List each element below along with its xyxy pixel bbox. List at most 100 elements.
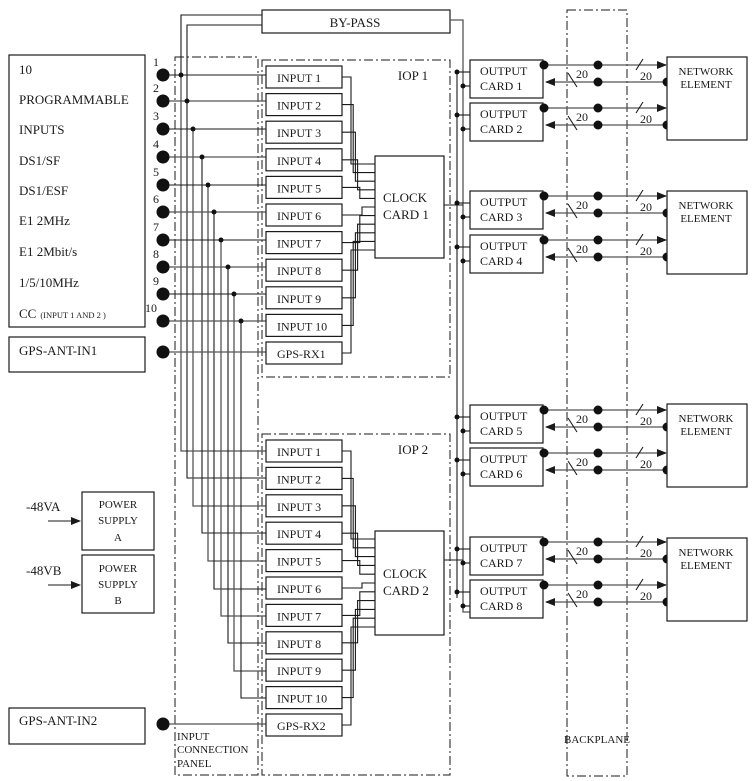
bus-width-label: 20 — [640, 112, 652, 126]
connector-number: 2 — [153, 81, 159, 95]
power-supply-a-label: A — [114, 532, 122, 544]
clock-input-wire — [342, 608, 375, 671]
bus-slash — [635, 535, 644, 548]
input-module-label: INPUT 5 — [277, 555, 321, 569]
clock-input-wire — [342, 76, 375, 165]
bus-width-label: 20 — [576, 242, 588, 256]
output-card-label: OUTPUT — [480, 64, 528, 78]
cc-note: (INPUT 1 AND 2 ) — [40, 310, 106, 320]
gps-antenna-2-label: GPS-ANT-IN2 — [19, 713, 97, 728]
bus-slash — [635, 233, 644, 246]
clock-input-wire — [342, 600, 375, 644]
bus-slash — [567, 417, 578, 433]
input-module-label: INPUT 7 — [277, 237, 321, 251]
output-card-label: CARD 7 — [480, 556, 522, 570]
feed-label-a: -48VA — [26, 499, 61, 514]
junction-dot — [460, 126, 466, 132]
link-node — [593, 580, 603, 590]
panel-line: DS1/SF — [19, 153, 60, 168]
bus-width-label: 20 — [576, 455, 588, 469]
iop2-bus-wire — [227, 267, 266, 644]
junction-dot — [460, 214, 466, 220]
bus-width-label: 20 — [576, 587, 588, 601]
output-card-label: CARD 8 — [480, 599, 522, 613]
clock-input-wire — [342, 240, 375, 326]
bus-width-label: 20 — [576, 67, 588, 81]
output-card-label: OUTPUT — [480, 584, 528, 598]
input-module-label: INPUT 9 — [277, 664, 321, 678]
link-node — [593, 120, 603, 130]
power-supply-b-label: SUPPLY — [98, 579, 138, 591]
connector-number: 10 — [145, 301, 157, 315]
input-connector — [156, 68, 170, 82]
output-card-label: CARD 2 — [480, 122, 522, 136]
network-element-label: ELEMENT — [680, 213, 732, 225]
bus-width-label: 20 — [640, 244, 652, 258]
iop-label: IOP 1 — [398, 68, 428, 83]
bus-width-label: 20 — [576, 198, 588, 212]
clock-card — [374, 155, 445, 259]
gps-antenna-1-label: GPS-ANT-IN1 — [19, 343, 97, 358]
clock-card-label: CLOCK — [383, 566, 428, 581]
junction-dot — [184, 98, 190, 104]
power-supply-b-label: POWER — [99, 563, 138, 575]
clock-input-wire — [342, 206, 375, 216]
input-module-label: INPUT 3 — [277, 126, 321, 140]
connector-number: 7 — [153, 220, 159, 234]
output-card-label: OUTPUT — [480, 107, 528, 121]
link-node — [539, 580, 549, 590]
output-card-label: OUTPUT — [480, 541, 528, 555]
svg-text:CC(INPUT 1 AND 2 ): CC(INPUT 1 AND 2 ) — [19, 306, 106, 321]
gps-receiver-label: GPS-RX1 — [277, 347, 326, 361]
junction-dot — [454, 244, 460, 250]
panel-line: 10 — [19, 62, 32, 77]
output-card — [469, 447, 544, 487]
network-element-label: NETWORK — [679, 66, 734, 78]
bus-slash — [635, 403, 644, 416]
iop2-bus-wire — [192, 129, 266, 507]
gps-receiver-label: GPS-RX2 — [277, 719, 326, 733]
bus-slash — [567, 203, 578, 219]
input-connection-panel-label: INPUT CONNECTION PANEL — [177, 731, 249, 770]
link-node — [539, 448, 549, 458]
panel-caption-line: CONNECTION — [177, 744, 249, 756]
input-connector — [156, 178, 170, 192]
bus-slash — [567, 247, 578, 263]
clock-bus-a — [462, 70, 470, 613]
clock-input-wire — [342, 617, 375, 699]
iop2-bus-wire — [240, 321, 266, 699]
link-node — [593, 597, 603, 607]
input-module-label: INPUT 3 — [277, 500, 321, 514]
clock-input-wire — [342, 560, 375, 575]
panel-line: 1/5/10MHz — [19, 275, 79, 290]
junction-dot — [225, 264, 231, 270]
link-node — [539, 103, 549, 113]
input-module-label: INPUT 2 — [277, 472, 321, 486]
power-supply-a-label: POWER — [99, 499, 138, 511]
input-module-label: INPUT 8 — [277, 264, 321, 278]
network-element — [666, 537, 748, 622]
bus-slash — [635, 578, 644, 591]
bus-width-label: 20 — [640, 546, 652, 560]
output-card-label: OUTPUT — [480, 452, 528, 466]
input-module-label: INPUT 6 — [277, 209, 321, 223]
clock-input-wire — [342, 131, 375, 182]
link-node — [593, 405, 603, 415]
output-card-label: CARD 3 — [480, 210, 522, 224]
network-element-label: NETWORK — [679, 547, 734, 559]
connector-number: 1 — [153, 55, 159, 69]
iop1-frame — [261, 59, 451, 378]
panel-line: E1 2Mbit/s — [19, 244, 77, 259]
link-node — [593, 208, 603, 218]
network-element — [666, 56, 748, 141]
bus-slash — [567, 549, 578, 565]
junction-dot — [218, 237, 224, 243]
link-node — [593, 422, 603, 432]
input-module-label: INPUT 1 — [277, 445, 321, 459]
junction-dot — [238, 318, 244, 324]
junction-dot — [211, 209, 217, 215]
connector-number: 4 — [153, 137, 159, 151]
link-node — [593, 235, 603, 245]
